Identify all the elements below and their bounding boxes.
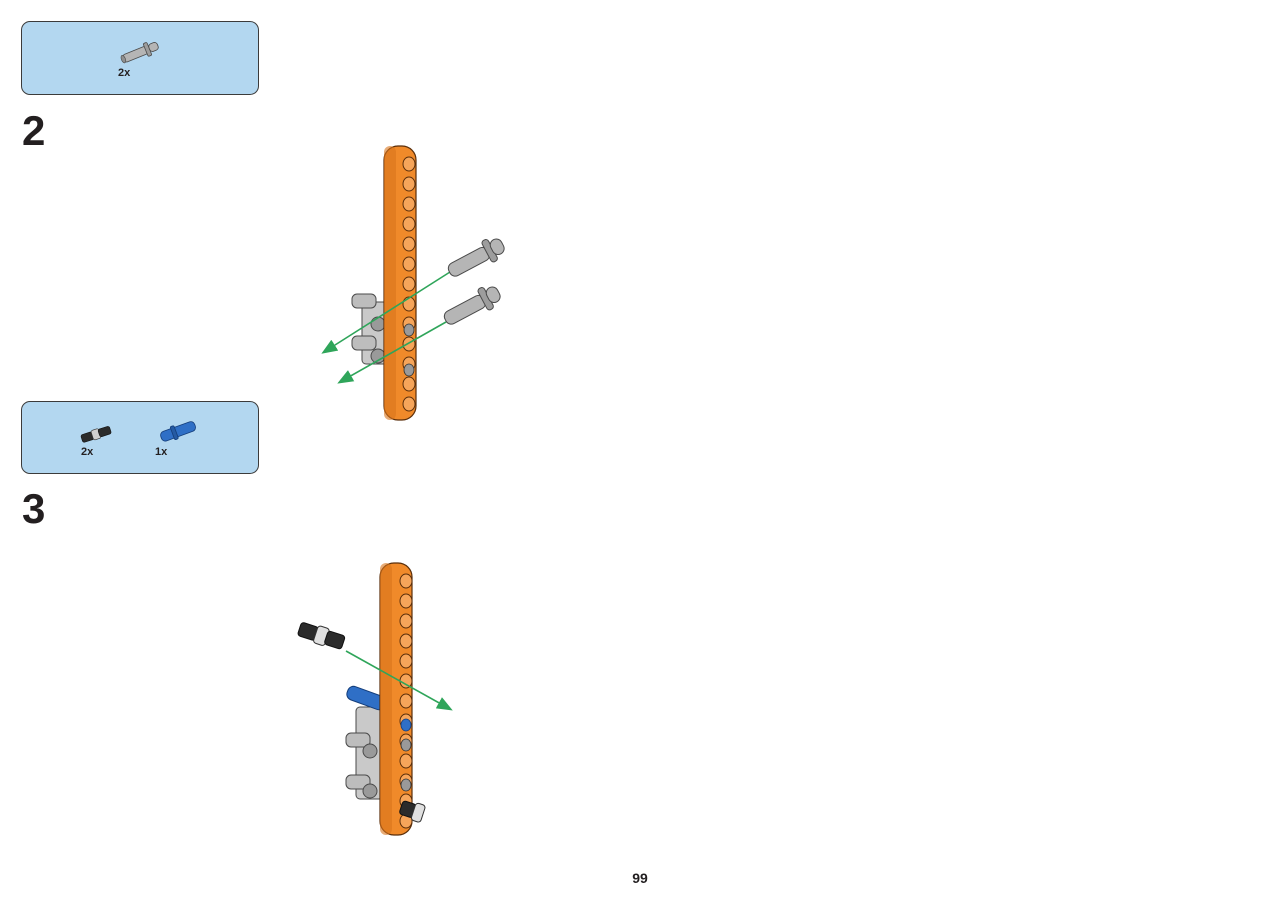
- black-universal-joint: [297, 622, 346, 650]
- black-universal-joint: [399, 800, 426, 823]
- step-number: 2: [22, 107, 46, 154]
- orange-beam: [379, 562, 413, 836]
- step-2-assembly-illustration: [321, 145, 505, 421]
- insertion-arrows: [321, 271, 451, 384]
- step-3-assembly-illustration: [297, 562, 453, 836]
- gray-friction-pin: [447, 238, 505, 277]
- orange-beam: [383, 145, 417, 421]
- step-number: 3: [22, 485, 46, 532]
- gray-friction-pin: [443, 286, 501, 325]
- parts-list-step-2: 2x: [21, 21, 259, 95]
- gray-friction-pin-icon: [120, 42, 159, 64]
- black-universal-joint-icon: [80, 426, 112, 443]
- blue-axle-pin-icon: [160, 421, 196, 442]
- page-number: 99: [632, 870, 648, 886]
- insertion-arrow: [345, 650, 453, 711]
- part-quantity: 2x: [81, 446, 94, 458]
- parts-list-step-3: 2x 1x: [21, 401, 259, 474]
- part-quantity: 2x: [118, 67, 131, 79]
- part-quantity: 1x: [155, 446, 168, 458]
